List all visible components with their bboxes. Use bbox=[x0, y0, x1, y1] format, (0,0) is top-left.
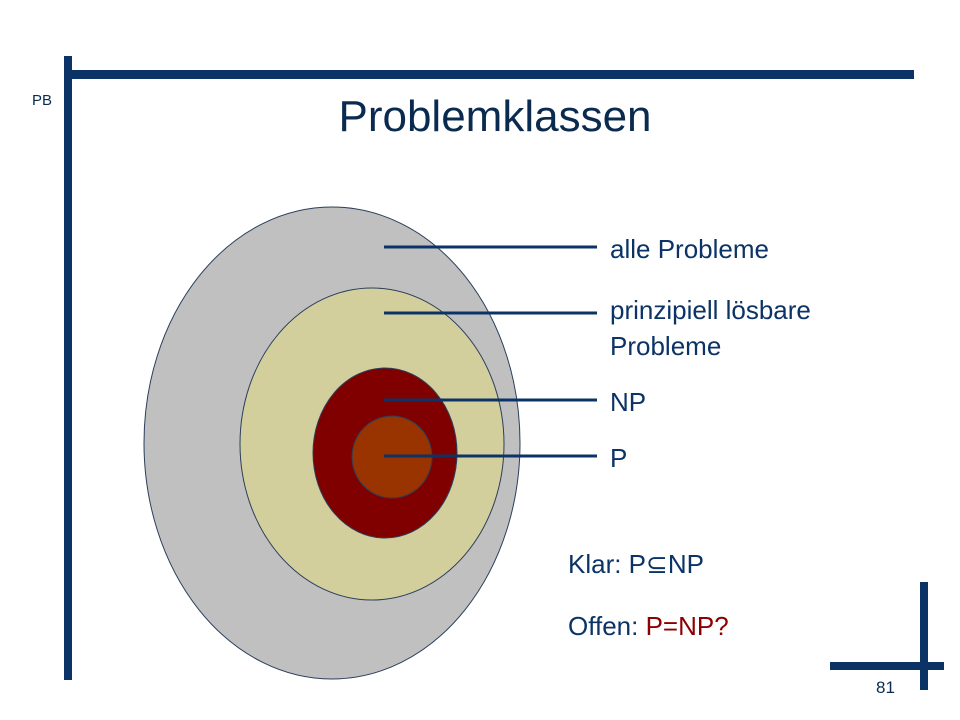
page-number: 81 bbox=[876, 678, 895, 697]
frame-bar-left bbox=[64, 56, 72, 680]
label-loesbare-probleme-line2: Probleme bbox=[610, 331, 722, 361]
frame-bar-top bbox=[64, 70, 914, 79]
label-np: NP bbox=[610, 387, 647, 417]
subseteq-symbol: ⊆ bbox=[646, 549, 668, 579]
note-klar: Klar: P⊆NP bbox=[568, 548, 704, 580]
open-question: P=NP? bbox=[645, 611, 729, 641]
author-initials: PB bbox=[32, 92, 53, 109]
label-loesbare-probleme-line1: prinzipiell lösbare bbox=[610, 295, 811, 325]
label-p: P bbox=[610, 443, 628, 473]
note-klar-prefix: Klar: P bbox=[568, 549, 647, 579]
note-klar-suffix: NP bbox=[667, 549, 704, 579]
note-offen-prefix: Offen: bbox=[568, 611, 646, 641]
frame-bar-right bbox=[920, 582, 928, 690]
frame-bar-bottom bbox=[830, 662, 944, 670]
slide-title: Problemklassen bbox=[338, 92, 652, 141]
note-offen: Offen: P=NP? bbox=[568, 610, 729, 642]
label-alle-probleme: alle Probleme bbox=[610, 234, 769, 264]
